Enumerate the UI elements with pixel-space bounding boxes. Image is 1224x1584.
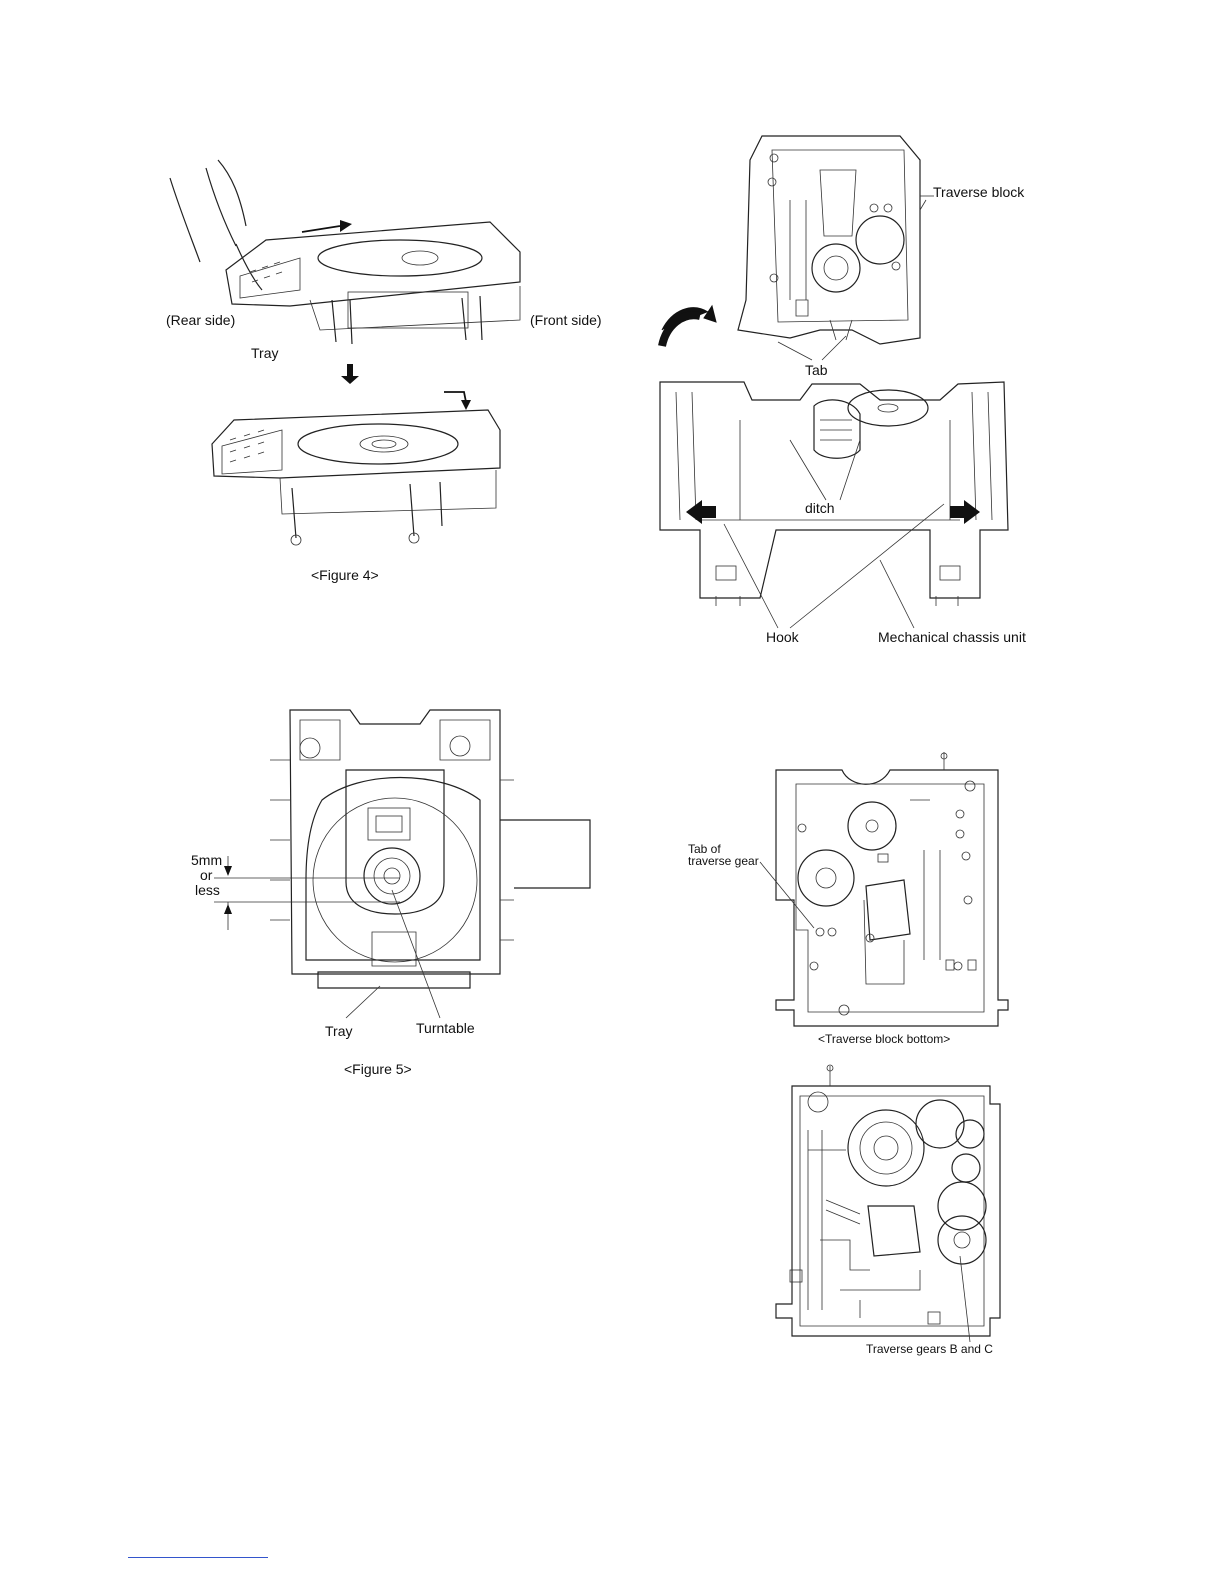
traverse-bottom-caption: <Traverse block bottom> [818, 1033, 950, 1046]
traverse-gears-drawing [0, 1060, 1224, 1360]
traverse-block-label: Traverse block [933, 184, 1024, 200]
mechanical-chassis-label: Mechanical chassis unit [878, 629, 1026, 645]
tab-label: Tab [805, 362, 828, 378]
traverse-bottom-drawing [0, 750, 1224, 1050]
hook-label: Hook [766, 629, 799, 645]
traverse-gears-label: Traverse gears B and C [866, 1343, 993, 1356]
ditch-label: ditch [805, 500, 835, 516]
footer-link-underline [128, 1557, 268, 1558]
tab-of-gear-label-line2: traverse gear [688, 855, 759, 868]
traverse-removal-drawing [0, 0, 1224, 660]
